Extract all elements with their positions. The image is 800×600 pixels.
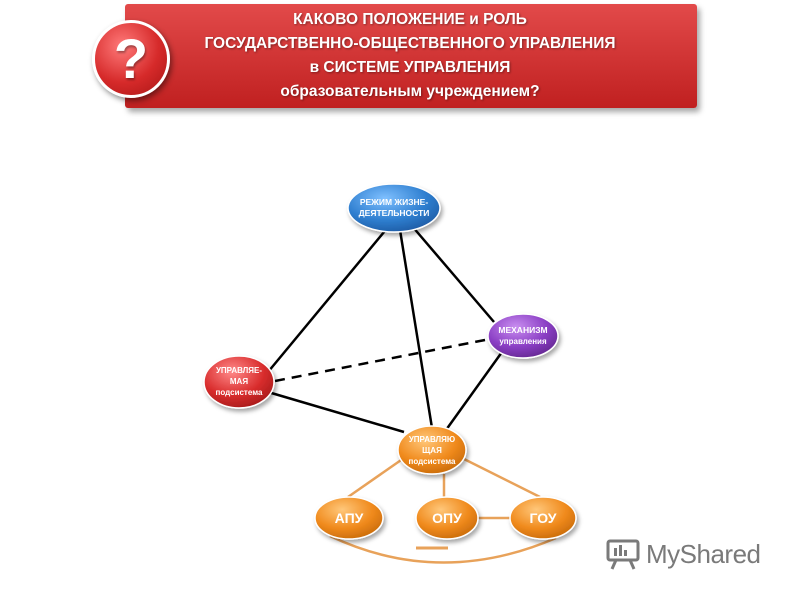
node-managed-label-3: подсистема xyxy=(216,388,263,397)
logo-text: MyShared xyxy=(646,539,761,569)
question-mark-icon: ? xyxy=(92,20,170,98)
node-apu-label: АПУ xyxy=(335,510,364,526)
node-gou xyxy=(509,496,577,540)
edge-managed-managing xyxy=(267,390,405,434)
edge-apu-gou-arc xyxy=(329,534,557,564)
title-line-3: в СИСТЕМЕ УПРАВЛЕНИЯ xyxy=(309,59,511,76)
node-regime-label-2: ДЕЯТЕЛЬНОСТИ xyxy=(359,208,430,218)
node-apu xyxy=(314,496,384,540)
title-line-1: КАКОВО ПОЛОЖЕНИЕ и РОЛЬ xyxy=(293,11,527,28)
edge-managing-apu xyxy=(347,456,405,499)
node-managed-label-2: МАЯ xyxy=(230,377,248,386)
edge-mechanism-managing xyxy=(444,351,504,431)
node-mechanism-label-2: управления xyxy=(499,337,547,346)
node-managed-label-1: УПРАВЛЯЕ- xyxy=(216,366,262,375)
title-line-4: образовательным учреждением? xyxy=(280,83,540,100)
presentation-board-icon xyxy=(606,539,640,570)
edge-regime-mechanism xyxy=(411,225,495,323)
edge-managing-gou xyxy=(461,456,541,499)
edge-regime-managing xyxy=(398,229,434,429)
node-regime-label-1: РЕЖИМ ЖИЗНЕ- xyxy=(360,197,428,207)
title-banner xyxy=(125,4,697,108)
node-regime xyxy=(347,183,441,233)
node-managing-label-1: УПРАВЛЯЮ xyxy=(409,435,455,444)
title-line-2: ГОСУДАРСТВЕННО-ОБЩЕСТВЕННОГО УПРАВЛЕНИЯ xyxy=(204,35,616,52)
node-mechanism xyxy=(487,313,559,359)
node-mechanism-label-1: МЕХАНИЗМ xyxy=(498,325,547,335)
title-text: КАКОВО ПОЛОЖЕНИЕ и РОЛЬ ГОСУДАРСТВЕННО-О… xyxy=(140,8,680,104)
node-managing-label-3: подсистема xyxy=(409,457,456,466)
node-managing xyxy=(397,425,467,475)
edge-regime-managed xyxy=(267,225,390,373)
node-managing-label-2: ЩАЯ xyxy=(422,446,442,455)
question-mark-glyph: ? xyxy=(113,27,149,90)
node-gou-label: ГОУ xyxy=(529,510,556,526)
edge-managed-mechanism-dashed xyxy=(274,337,491,383)
node-managed xyxy=(203,355,275,409)
myshared-logo[interactable]: MyShared xyxy=(606,536,776,572)
node-opu xyxy=(415,496,479,540)
node-opu-label: ОПУ xyxy=(432,510,462,526)
